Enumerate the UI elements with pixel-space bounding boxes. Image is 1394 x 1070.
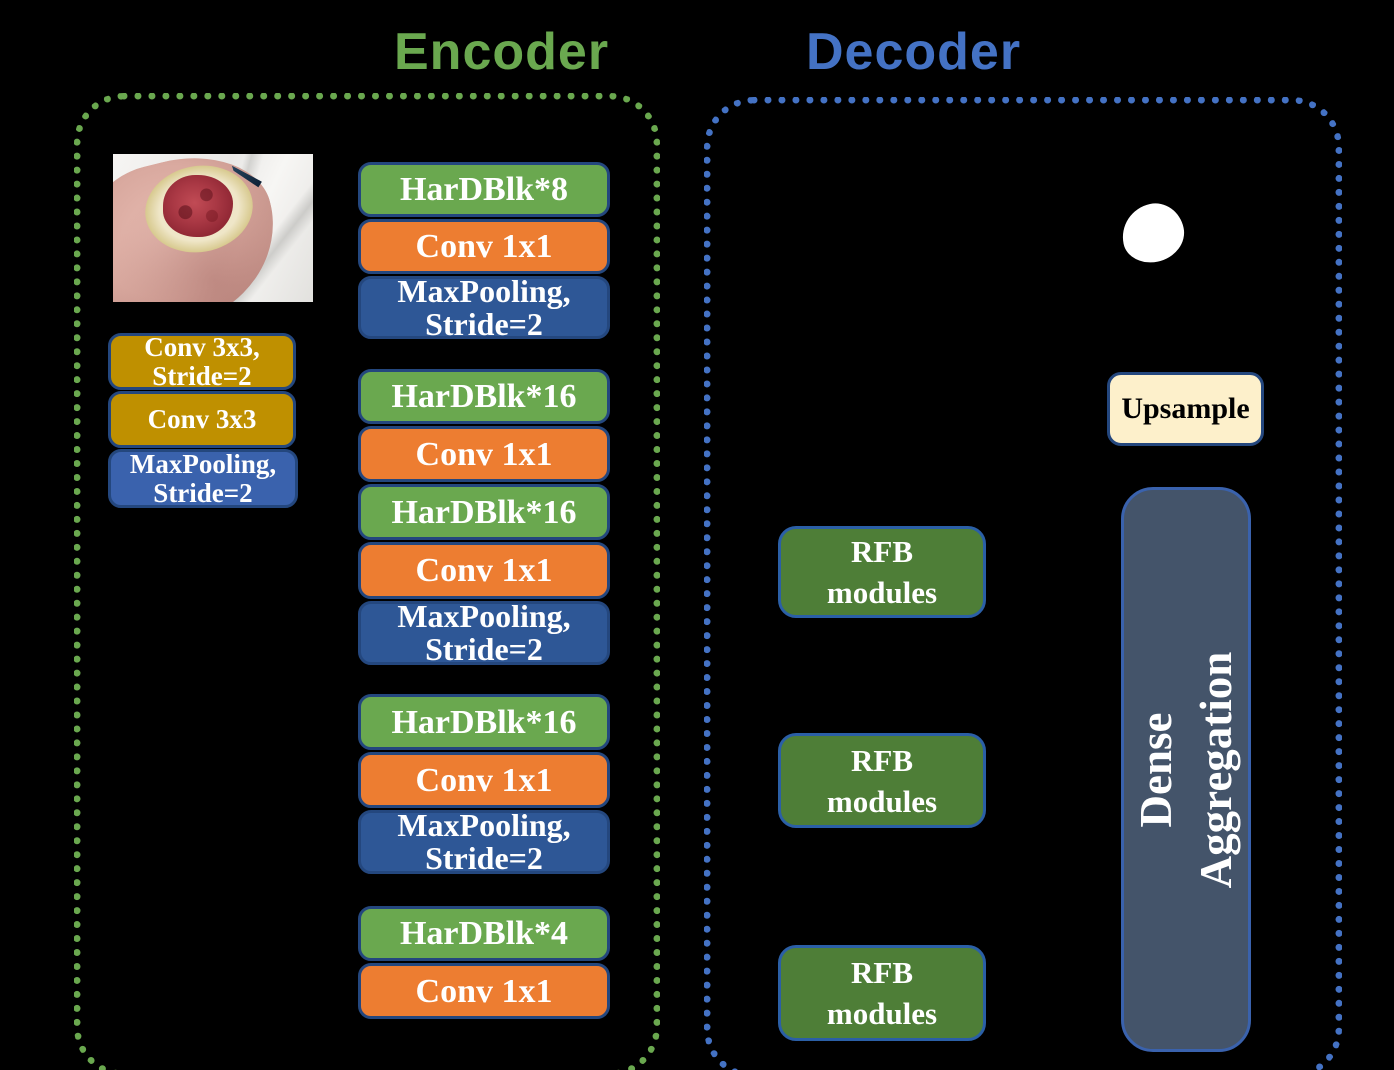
conv1x1-box-3: Conv 1x1 (358, 542, 610, 599)
input-wound-photo (113, 154, 313, 302)
conv1x1-box-4: Conv 1x1 (358, 752, 610, 808)
encoder-panel (74, 93, 660, 1070)
rfb-modules-box-1: RFB modules (778, 526, 986, 618)
hardblk4-box: HarDBlk*4 (358, 906, 610, 961)
maxpool-box-3: MaxPooling, Stride=2 (358, 809, 610, 875)
maxpool-box-1: MaxPooling, Stride=2 (358, 274, 610, 340)
hardblk16-box-3: HarDBlk*16 (358, 694, 610, 750)
stem-conv3x3-box: Conv 3x3 (108, 391, 296, 448)
photo-wound-core (163, 174, 233, 237)
hardblk16-box-2: HarDBlk*16 (358, 484, 610, 540)
conv1x1-box-1: Conv 1x1 (358, 219, 610, 274)
maxpool-box-2: MaxPooling, Stride=2 (358, 600, 610, 666)
decoder-panel (704, 97, 1342, 1070)
encoder-title: Encoder (394, 23, 610, 81)
rfb-modules-box-2: RFB modules (778, 733, 986, 828)
decoder-title: Decoder (806, 23, 1022, 81)
hardblk16-box-1: HarDBlk*16 (358, 369, 610, 424)
rfb-modules-box-3: RFB modules (778, 945, 986, 1041)
conv1x1-box-2: Conv 1x1 (358, 426, 610, 482)
dense-aggregation-label: Dense Aggregation (1131, 651, 1241, 888)
hardblk8-box: HarDBlk*8 (358, 162, 610, 217)
dense-aggregation-box: Dense Aggregation (1121, 487, 1251, 1052)
conv1x1-box-5: Conv 1x1 (358, 963, 610, 1019)
upsample-box: Upsample (1107, 372, 1264, 446)
stem-maxpool-box: MaxPooling, Stride=2 (108, 449, 298, 508)
stem-conv3x3-stride2-box: Conv 3x3, Stride=2 (108, 332, 296, 390)
